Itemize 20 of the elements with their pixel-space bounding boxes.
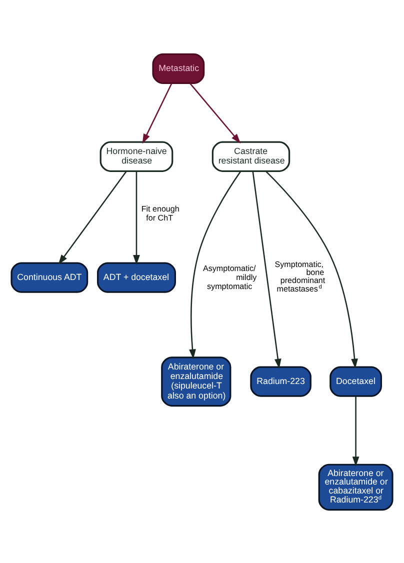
node-box: Continuous ADT <box>10 262 88 292</box>
arrow <box>265 170 358 368</box>
node-box: Abiraterone or enzalutamide or cabazitaxel or Radium-223$^{d}$ <box>318 463 394 510</box>
arrow <box>352 396 360 466</box>
arrow <box>252 170 282 368</box>
node-box: Radium-223 <box>250 366 312 396</box>
node-box: Castrate resistant disease <box>212 140 290 172</box>
arrow <box>133 170 140 264</box>
edge-label: Asymptomatic/ mildly symptomatic <box>203 264 257 290</box>
arrow <box>142 82 172 144</box>
edge-label: Fit enough for ChT <box>141 204 180 222</box>
edge-label: Symptomatic, bone predominant metastases$^{d}$ <box>274 260 326 293</box>
arrow <box>190 82 241 143</box>
node-box: Docetaxel <box>330 366 382 396</box>
node-box: Hormone-naive disease <box>100 140 174 172</box>
node-box: ADT + docetaxel <box>96 262 176 292</box>
node-box: Metastatic <box>152 52 205 84</box>
node-box: Abiraterone or enzalutamide (sipuleucel-T also an option) <box>161 356 232 406</box>
arrow <box>189 170 242 359</box>
arrow <box>58 170 127 264</box>
